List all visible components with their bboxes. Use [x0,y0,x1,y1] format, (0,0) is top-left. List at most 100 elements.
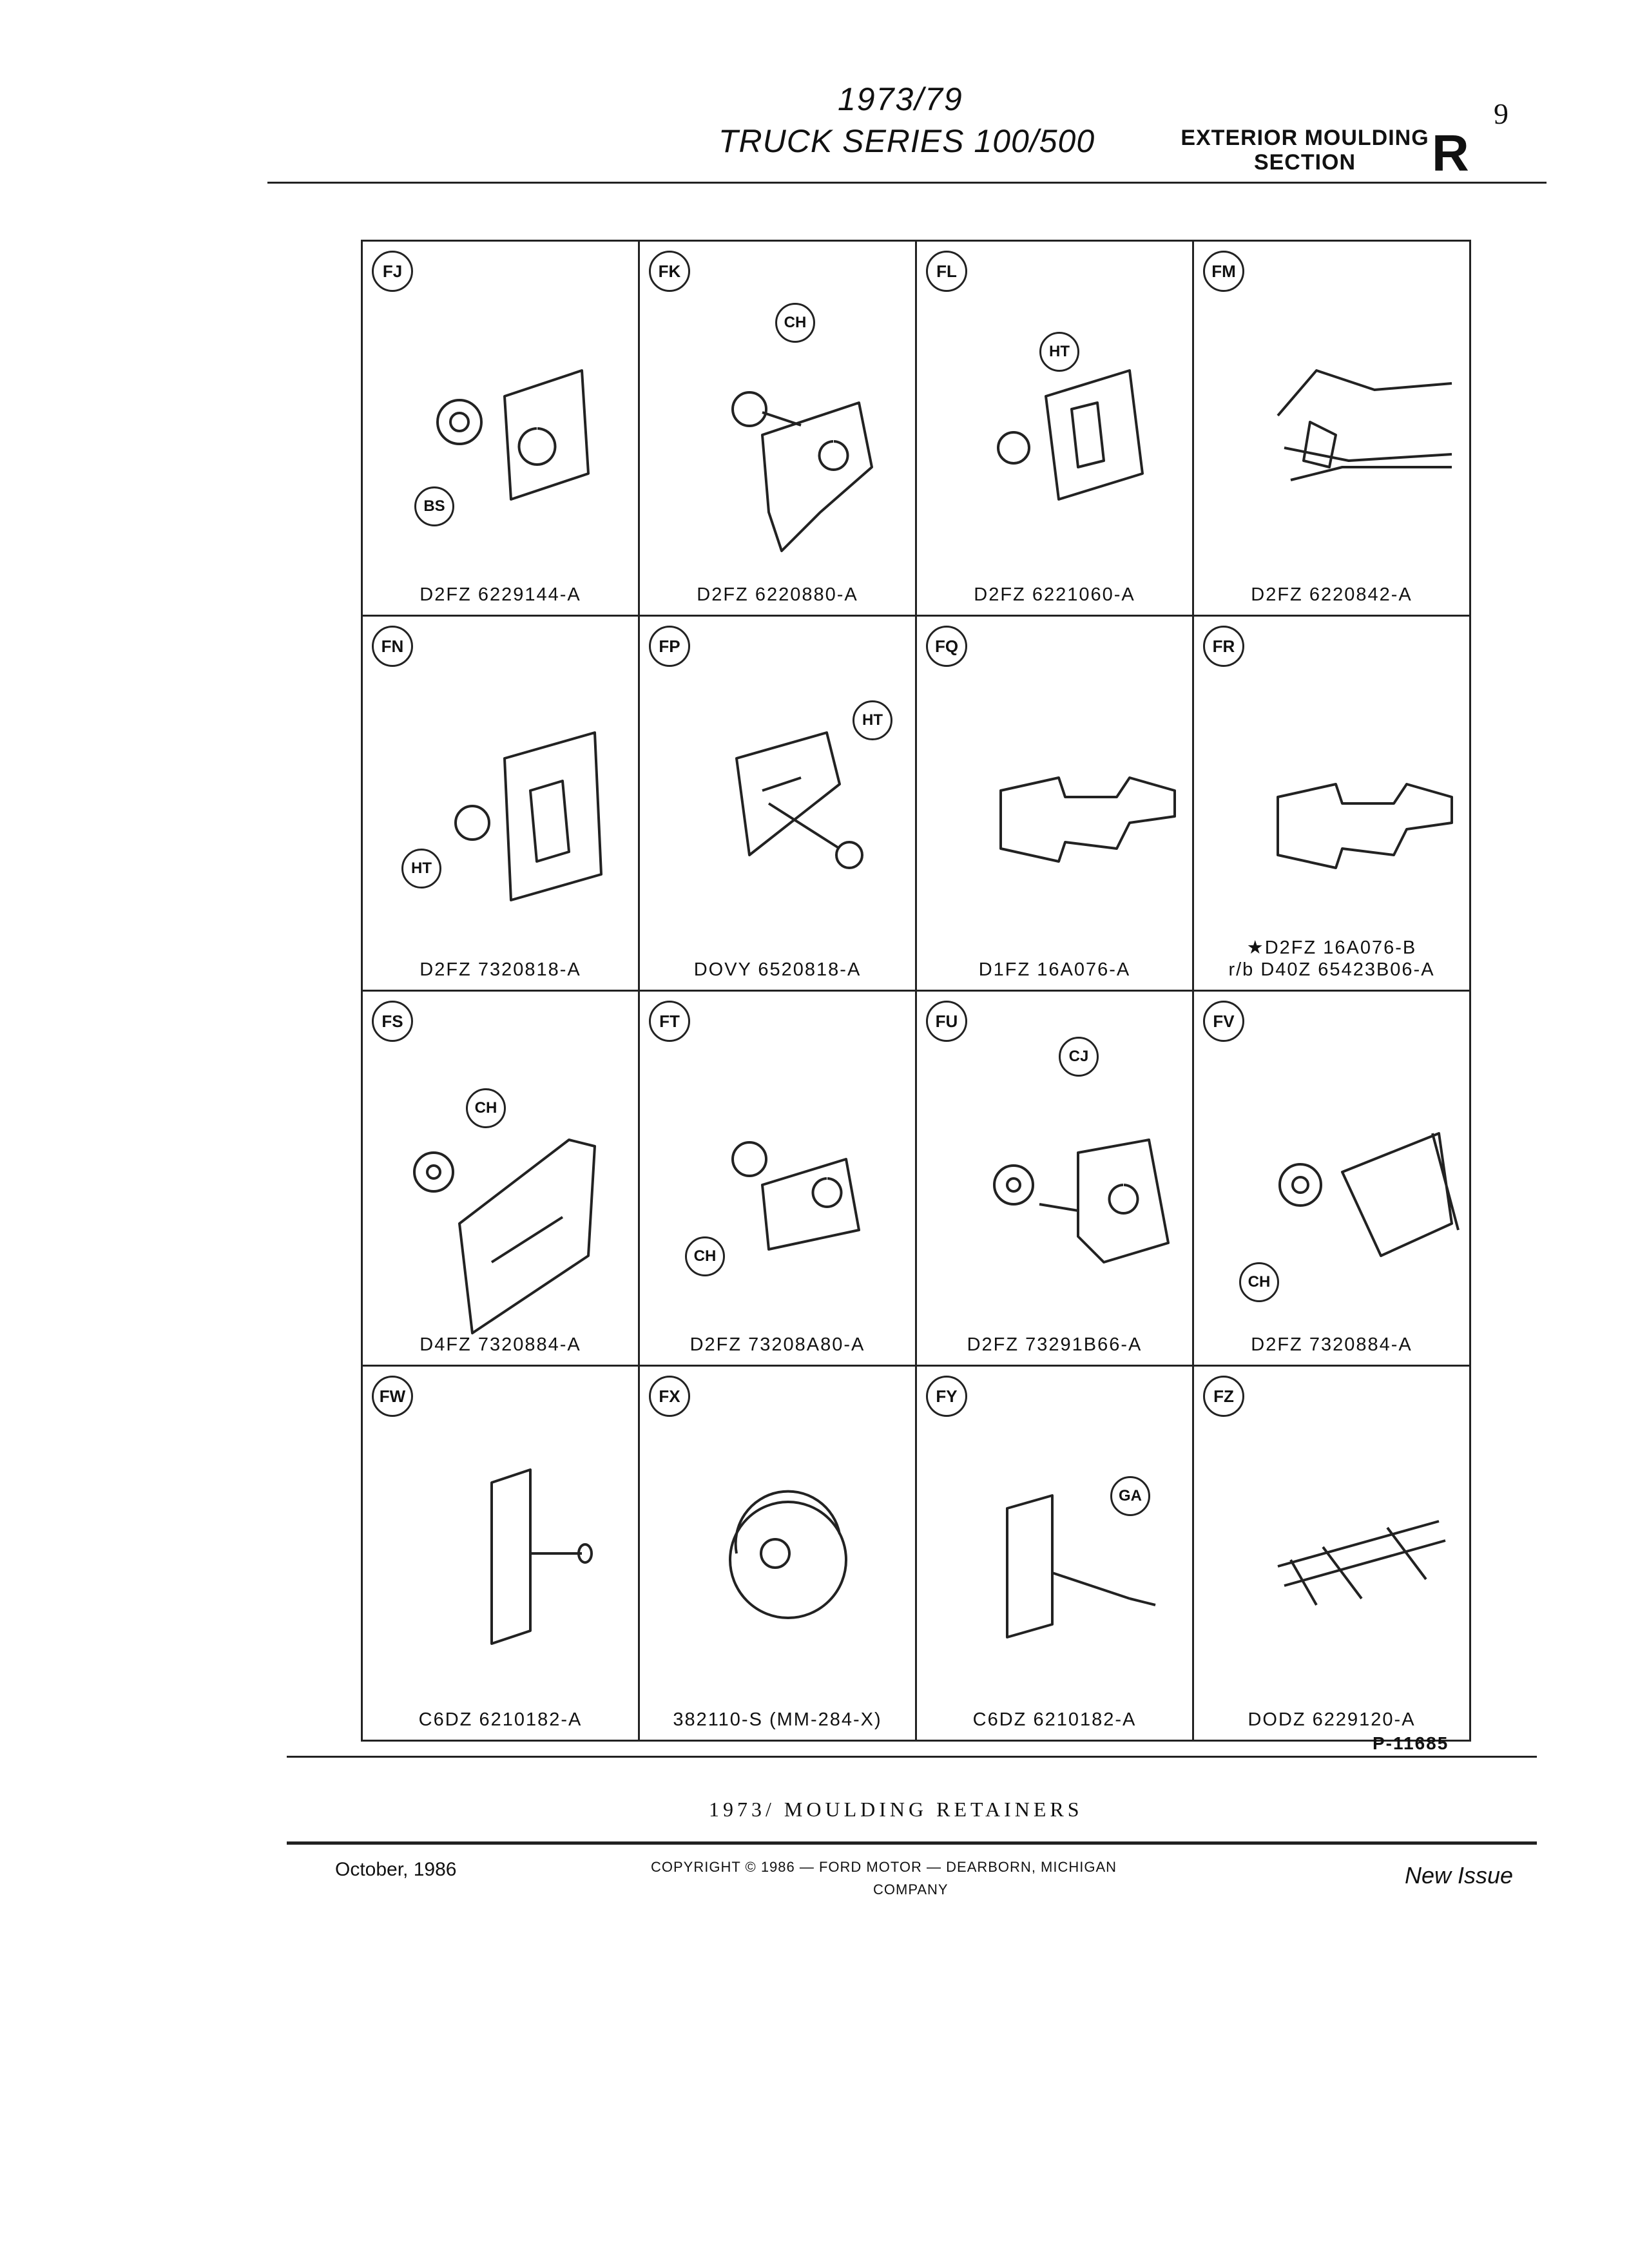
part-cell-fv: FV CH D2FZ 7320884-A [1192,990,1471,1367]
part-drawing-fk [731,391,873,552]
callout-bs: BS [414,486,454,526]
part-cell-fj: FJ BS D2FZ 6229144-A [361,240,640,617]
part-number-line1: C6DZ 6210182-A [418,1709,583,1730]
part-number-line1: D2FZ 6221060-A [974,584,1135,605]
cell-key-letter: FP [649,626,690,667]
part-number-line1: D2FZ 6220842-A [1251,584,1412,605]
part-cell-fm: FM D2FZ 6220842-A [1192,240,1471,617]
cell-key-letter: FS [372,1001,413,1042]
part-cell-fk: FK CH D2FZ 6220880-A [638,240,917,617]
copyright-line: COPYRIGHT © 1986 — FORD MOTOR — DEARBORN… [651,1859,1117,1875]
cell-key-letter: FQ [926,626,967,667]
part-number-line1: D2FZ 7320818-A [419,959,581,980]
part-drawing-fv [1278,1132,1460,1257]
cell-key-letter: FX [649,1376,690,1417]
part-number: D2FZ 7320818-A [363,959,638,981]
part-drawing-fw [490,1468,593,1645]
cell-key-letter: FK [649,251,690,292]
part-number-line1: D1FZ 16A076-A [978,959,1131,980]
catalog-years: 1973/79 [838,81,963,117]
cell-key-letter: FV [1203,1001,1244,1042]
part-number: DOVY 6520818-A [640,959,915,981]
part-drawing-fn [454,731,602,901]
callout-ch: CH [1239,1262,1279,1302]
section-title-line2: SECTION [1253,150,1356,175]
part-drawing-fq [999,776,1176,863]
cell-key-letter: FT [649,1001,690,1042]
part-number-line1: C6DZ 6210182-A [972,1709,1137,1730]
part-cell-fy: FY GA C6DZ 6210182-A [915,1365,1194,1742]
part-drawing-fz [1277,1520,1446,1606]
cell-key-letter: FL [926,251,967,292]
part-number: C6DZ 6210182-A [917,1709,1192,1731]
part-number-line1: D2FZ 73291B66-A [967,1334,1142,1355]
part-number: D2FZ 6221060-A [917,584,1192,606]
part-number: D2FZ 73291B66-A [917,1334,1192,1356]
part-number-line1: D2FZ 6229144-A [419,584,581,605]
figure-caption: 1973/ MOULDING RETAINERS [709,1798,1083,1821]
part-number: D2FZ 7320884-A [1194,1334,1469,1356]
part-number-line1: D4FZ 7320884-A [419,1334,581,1355]
part-number: D1FZ 16A076-A [917,959,1192,981]
part-drawing-fl [997,369,1144,501]
part-drawing-fx [729,1490,847,1619]
retainer-parts-grid: FJ BS D2FZ 6229144-A FK CH D2FZ 6220880-A FL HT… [361,240,1471,1742]
callout-ch: CH [466,1088,506,1128]
part-number: 382110-S (MM-284-X) [640,1709,915,1731]
part-number: D2FZ 6220842-A [1194,584,1469,606]
section-letter: R [1432,124,1469,182]
section-title-line1: EXTERIOR MOULDING [1181,126,1429,150]
section-title: EXTERIOR MOULDING SECTION [1170,126,1440,175]
copyright-company: COMPANY [873,1881,949,1898]
issue-status: New Issue [1405,1862,1514,1888]
callout-cj: CJ [1059,1037,1099,1077]
part-drawing-fp [735,731,863,869]
part-cell-fx: FX 382110-S (MM-284-X) [638,1365,917,1742]
part-number-line1: D2FZ 6220880-A [697,584,858,605]
part-number: D2FZ 6229144-A [363,584,638,606]
callout-ht: HT [1039,332,1079,372]
page-number: 9 [1494,97,1509,130]
callout-ga: GA [1110,1476,1150,1516]
figure-reference: P-11685 [1373,1733,1449,1753]
part-number-line1: DOVY 6520818-A [693,959,862,980]
callout-ch: CH [685,1236,725,1276]
footer-date: October, 1986 [335,1859,457,1880]
cell-key-letter: FY [926,1376,967,1417]
part-number-line1: DODZ 6229120-A [1248,1709,1416,1730]
header-rule [267,182,1547,184]
part-drawing-fm [1277,369,1452,481]
part-drawing-fu [993,1139,1170,1264]
part-number-line1: 382110-S (MM-284-X) [673,1709,882,1730]
caption-top-rule [287,1756,1537,1758]
part-drawing-fy [1006,1494,1156,1639]
part-number-line1: D2FZ 7320884-A [1251,1334,1412,1355]
part-cell-ft: FT CH D2FZ 73208A80-A [638,990,917,1367]
part-number: C6DZ 6210182-A [363,1709,638,1731]
part-cell-fp: FP HT DOVY 6520818-A [638,615,917,992]
part-number: DODZ 6229120-A [1194,1709,1469,1731]
callout-ht: HT [401,849,441,889]
truck-series-title: TRUCK SERIES 100/500 [718,123,1095,159]
cell-key-letter: FM [1203,251,1244,292]
callout-ht: HT [853,700,892,740]
part-drawing-fs [413,1139,596,1334]
footer-rule [287,1841,1537,1845]
part-number: D4FZ 7320884-A [363,1334,638,1356]
part-number: D2FZ 6220880-A [640,584,915,606]
cell-key-letter: FJ [372,251,413,292]
part-cell-fs: FS CH D4FZ 7320884-A [361,990,640,1367]
cell-key-letter: FR [1203,626,1244,667]
callout-ch: CH [775,303,815,343]
part-number-line1: D2FZ 73208A80-A [689,1334,865,1355]
part-drawing-ft [731,1141,860,1251]
part-cell-fq: FQ D1FZ 16A076-A [915,615,1194,992]
part-cell-fl: FL HT D2FZ 6221060-A [915,240,1194,617]
part-number-line1: ★D2FZ 16A076-B [1246,937,1417,958]
